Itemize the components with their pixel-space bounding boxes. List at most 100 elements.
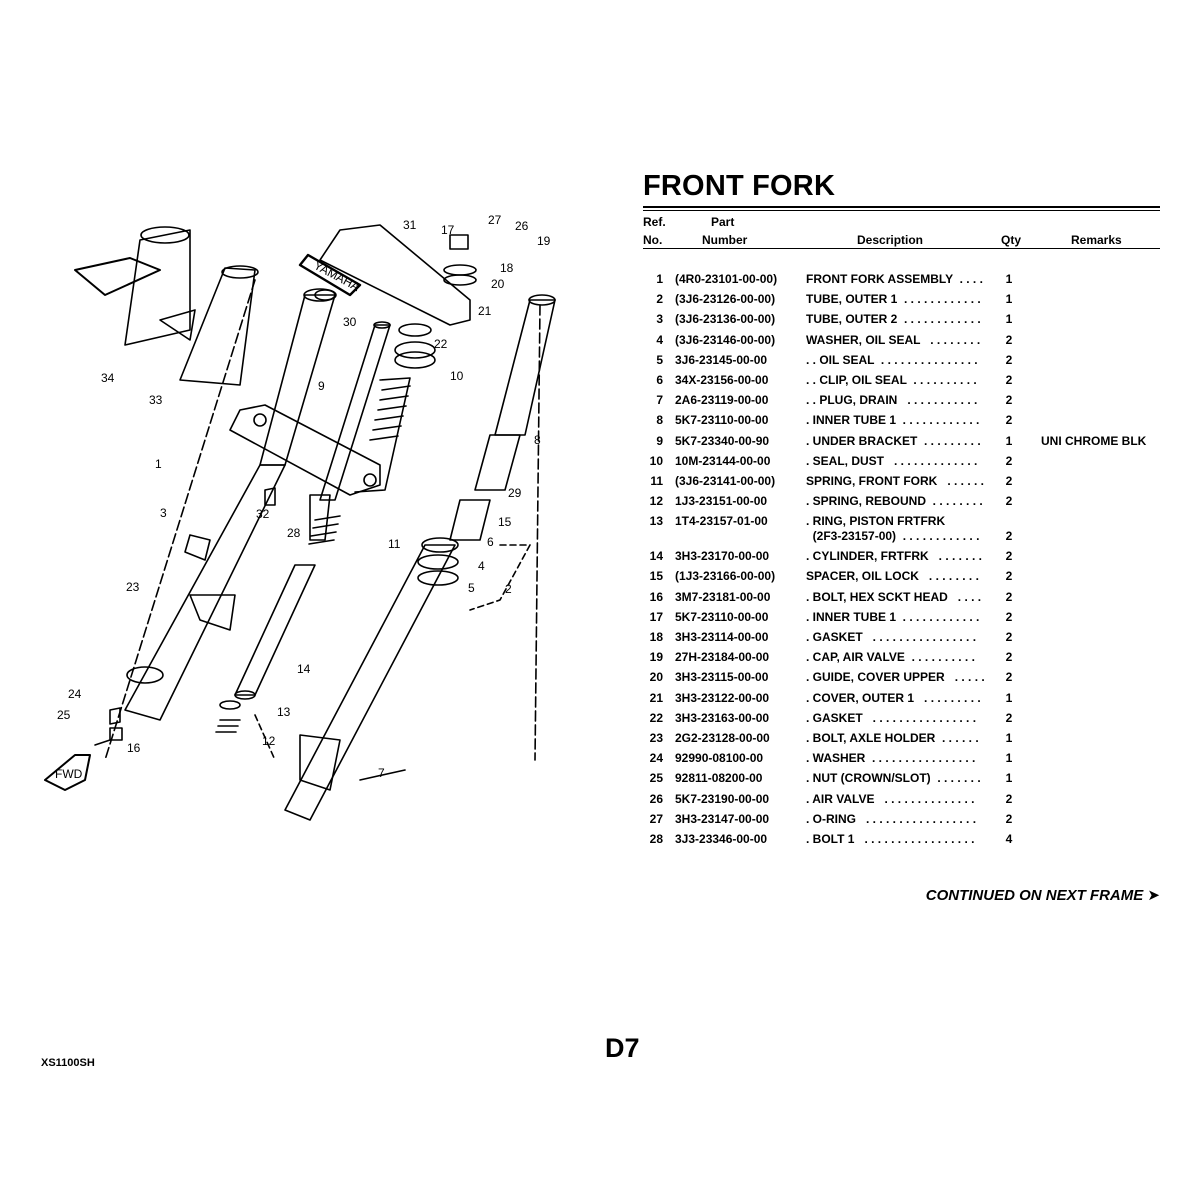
part-number: 3H3-23122-00-00	[675, 690, 770, 705]
qty: 2	[1005, 393, 1013, 408]
callout-25: 25	[57, 708, 71, 722]
ref-no: 9	[656, 433, 663, 448]
part-number: 92811-08200-00	[675, 771, 763, 786]
part-number: 5K7-23340-00-90	[675, 433, 770, 448]
description: FRONT FORK ASSEMBLY . . . .	[806, 272, 983, 286]
description: TUBE, OUTER 2 . . . . . . . . . . . .	[806, 312, 981, 327]
description: . INNER TUBE 1 . . . . . . . . . . . .	[806, 609, 980, 624]
callout-22: 22	[434, 337, 448, 351]
callout-28: 28	[287, 526, 301, 540]
outer-tube-left	[124, 288, 337, 721]
header-rule	[643, 248, 1160, 249]
callout-14: 14	[297, 662, 311, 676]
table-row: 4(3J6-23146-00-00)WASHER, OIL SEAL . . .…	[643, 333, 1163, 353]
part-number: 27H-23184-00-00	[675, 650, 770, 665]
callout-21: 21	[478, 304, 492, 318]
diagram-callouts: 1 2 3 4 5 6 7 8 9 10 11 12 13 14 15 16 1…	[55, 213, 551, 781]
remarks: UNI CHROME BLK	[1041, 433, 1147, 448]
part-number: 3J3-23346-00-00	[675, 831, 768, 846]
ref-no: 16	[649, 589, 663, 604]
ref-no: 14	[649, 549, 663, 564]
qty: 2	[1005, 791, 1013, 806]
description: . . CLIP, OIL SEAL . . . . . . . . . .	[806, 372, 977, 387]
callout-4: 4	[478, 559, 485, 573]
callout-5: 5	[468, 581, 475, 595]
table-row: 27 3H3-23147-00-00 . O-RING . . . . . . . …	[643, 812, 1163, 832]
callout-6: 6	[487, 535, 494, 549]
qty: 2	[1005, 372, 1013, 387]
table-row: 1 (4R0-23101-00-00) FRONT FORK ASSEMBLY . …	[643, 272, 1163, 292]
description-continued: (2F3-23157-00) . . . . . . . . . . . .	[806, 529, 980, 544]
continued-note: CONTINUED ON NEXT FRAME ➤	[925, 887, 1160, 904]
ref-no: 1	[656, 272, 663, 286]
part-number: (4R0-23101-00-00)	[675, 272, 778, 286]
part-number: 5K7-23190-00-00	[675, 791, 770, 806]
callout-34: 34	[101, 371, 115, 385]
callout-2: 2	[505, 582, 512, 596]
part-number: 34X-23156-00-00	[675, 372, 769, 387]
part-number: 5K7-23110-00-00	[675, 413, 769, 428]
part-number: 3H3-23147-00-00	[675, 811, 770, 826]
description: . CYLINDER, FRTFRK . . . . . . .	[806, 549, 983, 564]
description: . CAP, AIR VALVE . . . . . . . . . .	[806, 650, 975, 665]
qty: 2	[1005, 710, 1013, 725]
part-number: (3J6-23136-00-00)	[675, 312, 776, 327]
description: TUBE, OUTER 1 . . . . . . . . . . . .	[806, 292, 981, 307]
qty: 2	[1005, 352, 1013, 367]
qty: 1	[1005, 292, 1013, 307]
header-description: Description	[857, 233, 924, 247]
inner-tube-9	[319, 321, 391, 501]
callout-32: 32	[256, 507, 270, 521]
ref-no: 3	[656, 312, 663, 327]
part-number: 3J6-23145-00-00	[675, 352, 768, 367]
qty: 2	[1005, 413, 1013, 428]
description: . WASHER . . . . . . . . . . . . . . . .	[806, 751, 976, 766]
callout-18: 18	[500, 261, 514, 275]
qty: 2	[1005, 569, 1013, 584]
ref-no: 27	[649, 811, 663, 826]
table-row: 9 5K7-23340-00-90 . UNDER BRACKET . . . . …	[643, 434, 1163, 454]
description: . O-RING . . . . . . . . . . . . . . . .…	[806, 811, 977, 826]
description: . BOLT, HEX SCKT HEAD . . . .	[806, 589, 982, 604]
ref-no: 4	[656, 332, 663, 347]
part-number: (3J6-23141-00-00)	[675, 473, 776, 488]
page-code: D7	[605, 1033, 640, 1063]
callout-17: 17	[441, 223, 455, 237]
title-rule-thin	[643, 210, 1160, 211]
description: WASHER, OIL SEAL . . . . . . . .	[806, 332, 981, 347]
qty: 2	[1005, 473, 1013, 488]
part-number: (1J3-23166-00-00)	[675, 569, 776, 584]
part-number: 10M-23144-00-00	[675, 453, 771, 468]
description: . INNER TUBE 1 . . . . . . . . . . . .	[806, 413, 980, 428]
qty: 2	[1005, 630, 1013, 644]
model-code: XS1100SH	[41, 1057, 95, 1069]
spring-11	[308, 377, 411, 545]
ref-no: 18	[649, 630, 663, 644]
header-remarks: Remarks	[1071, 233, 1122, 247]
qty: 1	[1005, 771, 1013, 786]
part-number: 3H3-23170-00-00	[675, 549, 770, 564]
ref-no: 5	[656, 352, 663, 367]
callout-33: 33	[149, 393, 163, 407]
fork-cover-34	[74, 226, 191, 346]
callout-13: 13	[277, 705, 291, 719]
header-part-line1: Part	[711, 215, 735, 229]
part-number: 3M7-23181-00-00	[675, 589, 771, 604]
callout-27: 27	[488, 213, 502, 227]
part-number: 5K7-23110-00-00	[675, 609, 769, 624]
description: . RING, PISTON FRTFRK	[806, 514, 946, 529]
table-row: 16 3M7-23181-00-00 . BOLT, HEX SCKT HEAD .…	[643, 590, 1163, 610]
callout-11: 11	[388, 537, 401, 551]
description: . UNDER BRACKET . . . . . . . . .	[806, 433, 981, 448]
header-part-line2: Number	[702, 233, 748, 247]
ref-no: 21	[649, 690, 663, 705]
